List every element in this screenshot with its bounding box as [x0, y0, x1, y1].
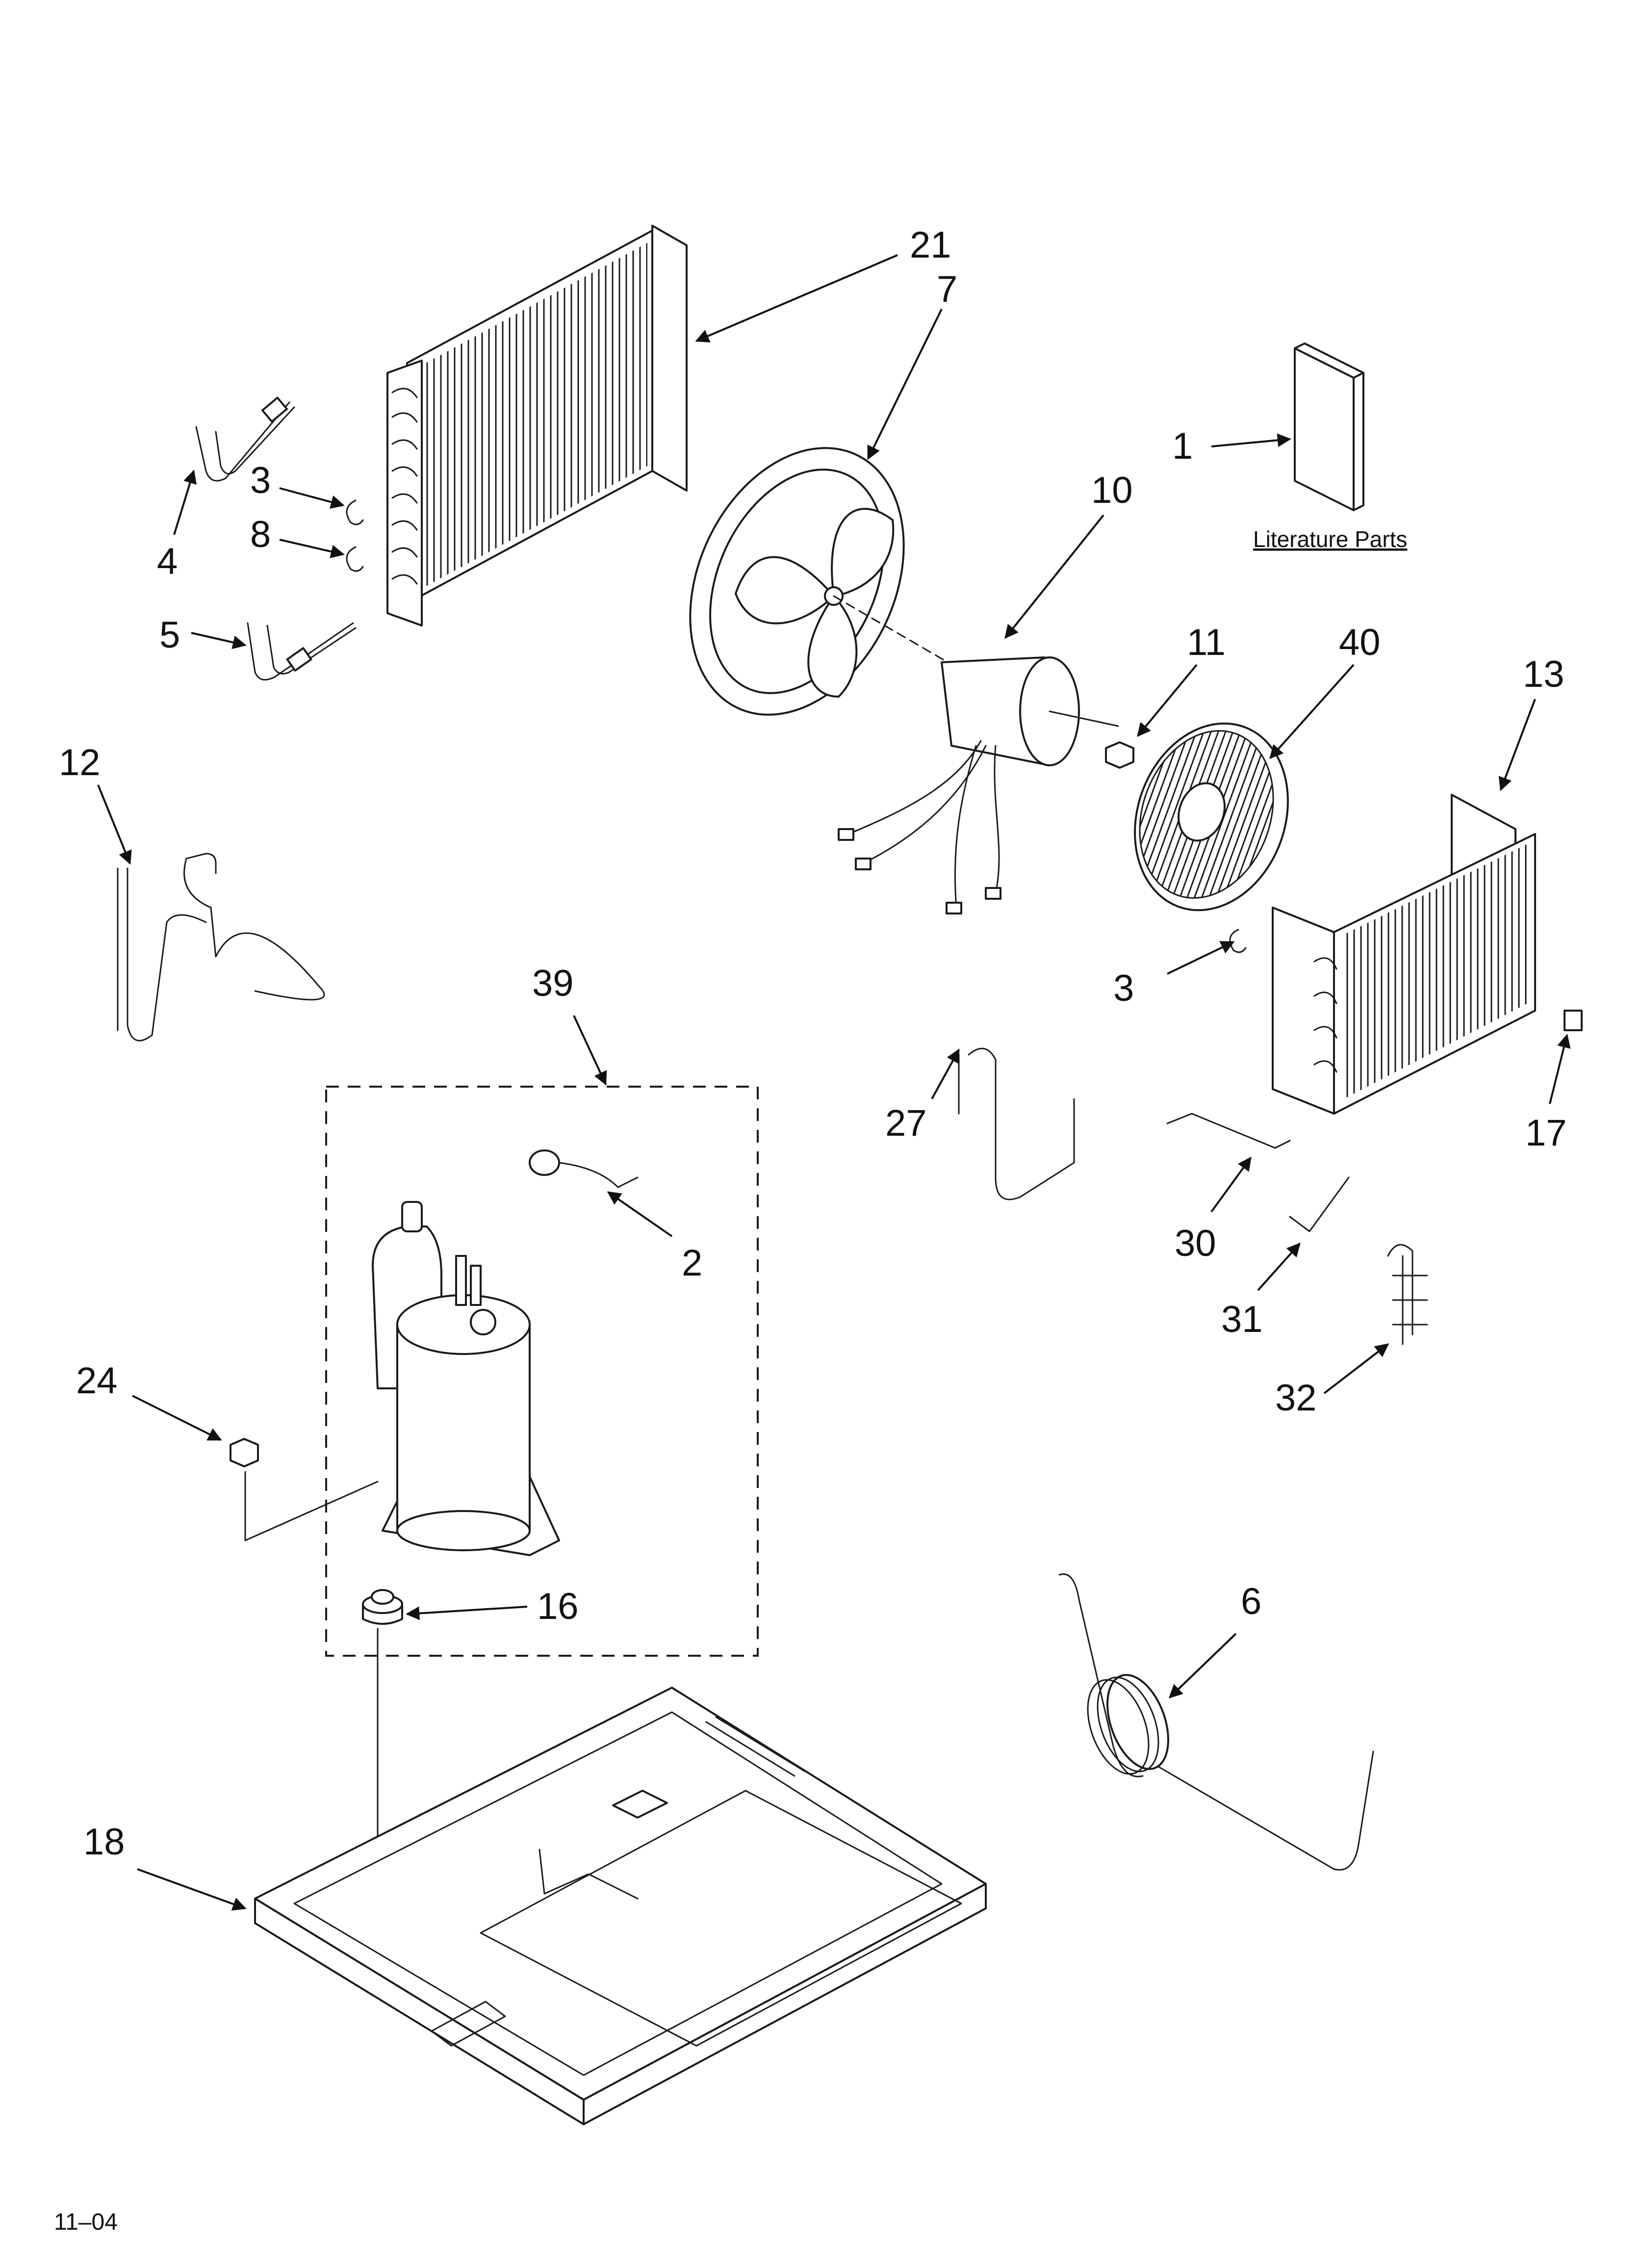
leader-1 [1211, 433, 1291, 447]
callout-6: 6 [1241, 1581, 1261, 1622]
leader-10 [1004, 514, 1104, 639]
leader-4 [173, 469, 197, 535]
leader-21 [695, 254, 898, 342]
callout-11: 11 [1187, 622, 1226, 663]
callout-3-right: 3 [1113, 967, 1134, 1009]
tube [1166, 1113, 1291, 1149]
leader-8 [279, 539, 345, 558]
discharge-line [117, 867, 207, 1042]
callout-31: 31 [1221, 1299, 1263, 1340]
leader-11 [1137, 664, 1198, 737]
compressor-assembly-box [325, 1086, 759, 1657]
callout-17: 17 [1525, 1112, 1567, 1154]
leader-40 [1269, 664, 1355, 759]
callout-1: 1 [1172, 425, 1193, 467]
callout-8: 8 [250, 514, 271, 555]
callout-40: 40 [1339, 622, 1381, 663]
leader-3-left [279, 487, 345, 509]
leader-24 [132, 1395, 222, 1441]
coil-return-bends [391, 388, 418, 585]
leader-17 [1549, 1034, 1571, 1104]
clip [346, 546, 364, 572]
leader-2 [607, 1191, 673, 1237]
callout-16: 16 [537, 1586, 579, 1627]
clip [346, 499, 364, 525]
callout-39: 39 [532, 963, 574, 1004]
fan-blade [689, 447, 905, 716]
suction-tube [247, 622, 357, 681]
callout-12: 12 [59, 742, 101, 783]
compressor [372, 1201, 560, 1556]
condenser-coil [386, 225, 688, 626]
callout-4: 4 [157, 541, 178, 582]
overload-protector [529, 1149, 639, 1188]
leader-13 [1498, 699, 1536, 791]
leader-6 [1168, 1633, 1237, 1698]
callout-18: 18 [83, 1821, 125, 1863]
callout-21: 21 [910, 224, 951, 266]
base-pan [254, 1687, 987, 2125]
literature-booklet [1294, 342, 1364, 511]
clip [1229, 929, 1247, 953]
literature-parts-label: Literature Parts [1253, 526, 1407, 552]
nut [230, 1438, 259, 1467]
callout-2: 2 [682, 1242, 702, 1284]
leader-12 [97, 784, 132, 865]
leader-16 [406, 1606, 528, 1620]
leader-18 [137, 1868, 247, 1911]
leader-31 [1257, 1242, 1301, 1291]
discharge-tube [195, 396, 295, 482]
leader-32 [1323, 1343, 1389, 1394]
discharge-line [183, 853, 325, 1001]
leader-line [244, 1471, 379, 1541]
callout-24: 24 [76, 1360, 118, 1402]
tube [968, 1047, 1075, 1200]
callout-32: 32 [1275, 1377, 1317, 1419]
sensor-clip [1564, 1010, 1583, 1031]
tube [1289, 1176, 1350, 1232]
capillary-tube [1058, 1573, 1374, 1871]
callout-10: 10 [1091, 469, 1133, 511]
grommet [362, 1589, 403, 1625]
leader-30 [1210, 1156, 1252, 1213]
blower-wheel [1134, 722, 1289, 912]
leader-39 [573, 1015, 607, 1086]
callout-3-left: 3 [250, 460, 271, 501]
leader-3-right [1167, 941, 1235, 975]
callout-5: 5 [159, 614, 180, 656]
evaporator-coil [1272, 794, 1536, 1115]
callout-30: 30 [1175, 1223, 1216, 1264]
nut [1105, 741, 1134, 769]
fan-motor [833, 595, 1119, 914]
callout-27: 27 [885, 1102, 927, 1144]
footer-code: 11–04 [54, 2209, 118, 2235]
mounting-bracket [1387, 1244, 1428, 1345]
leader-7 [867, 309, 943, 460]
leader-5 [191, 632, 247, 650]
leader-27 [931, 1048, 960, 1099]
callout-13: 13 [1523, 653, 1565, 695]
callout-7: 7 [937, 268, 957, 310]
